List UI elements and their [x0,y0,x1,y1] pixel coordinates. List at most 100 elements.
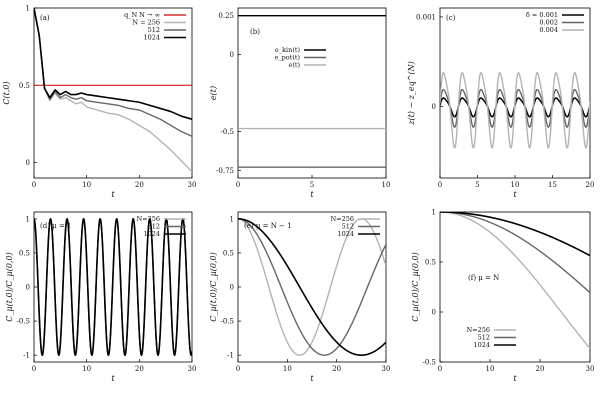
legend-entry: 1024 [143,34,160,42]
y-axis-label: C_μ(t,0)/C_μ(0,0) [411,252,420,321]
series-line-1 [238,218,386,356]
legend-entry: e_kin(t) [275,46,300,54]
x-tick-label: 30 [188,181,197,189]
y-tick-label: 0 [230,284,234,292]
x-tick-label: 20 [135,365,144,373]
y-tick-label: 0 [26,284,30,292]
chart-panel-a: 0 10 20 30 0 0.5 1 t C(t,0) (a) q_N N → ∞N = 25651… [2,5,196,200]
x-tick-label: 0 [32,181,36,189]
plot-frame [439,211,591,363]
y-tick-label: 1 [26,215,30,223]
series-line-1 [34,8,192,173]
x-axis-label: t [513,374,517,383]
series-line-1 [440,212,590,294]
x-tick-label: 0 [438,181,442,189]
y-tick-label: 0 [432,309,436,317]
series-line-2 [440,212,590,257]
y-tick-label: 0 [432,103,436,111]
x-tick-label: 0 [236,365,240,373]
y-tick-label: 0.25 [218,12,234,20]
legend-entry: 0.004 [539,26,558,34]
series-line-2 [34,8,192,137]
legend-entry: 512 [148,26,160,34]
x-tick-label: 10 [486,365,495,373]
y-tick-label: -0.5 [221,128,235,136]
y-tick-label: 1 [432,209,436,217]
y-tick-label: -0.75 [216,167,234,175]
y-tick-label: -1 [227,352,234,360]
x-axis-label: t [111,190,115,199]
series-line-0 [440,212,590,349]
x-tick-label: 0 [438,365,442,373]
panel-label: (c) [446,14,456,22]
legend-entry: N=256 [330,215,354,223]
x-tick-label: 30 [586,365,595,373]
legend-entry: 0.002 [539,19,558,27]
legend-entry: 1024 [143,230,160,238]
x-tick-label: 0 [236,181,240,189]
series-line-3 [34,8,192,121]
legend-entry: 512 [342,223,354,231]
y-axis-label: C_μ(t,0)/C_μ(0,0) [209,252,218,321]
x-tick-label: 30 [382,365,391,373]
legend-entry: 512 [478,334,490,342]
x-tick-label: 0 [32,365,36,373]
y-axis-label: z(t) − z_eq^(N) [407,61,416,125]
x-tick-label: 15 [548,181,557,189]
panel-label: (a) [40,14,50,22]
legend-entry: e(t) [288,61,300,69]
y-tick-label: 0.5 [19,249,30,257]
x-tick-label: 10 [511,181,520,189]
y-tick-label: -0.5 [17,318,31,326]
x-tick-label: 5 [310,181,314,189]
legend-entry: 1024 [473,341,490,349]
x-tick-label: 20 [332,365,341,373]
x-tick-label: 5 [475,181,479,189]
plot-frame [237,7,387,179]
series-line-2 [238,218,386,356]
y-tick-label: 0.5 [425,259,436,267]
legend-entry: q_N N → ∞ [124,11,160,19]
y-axis-label: C_μ(t,0)/C_μ(0,0) [5,252,14,321]
x-tick-label: 10 [82,181,91,189]
panel-label: (d) μ = 1 [40,222,72,230]
x-tick-label: 10 [82,365,91,373]
x-tick-label: 10 [283,365,292,373]
x-axis-label: t [513,190,517,199]
y-tick-label: -1 [23,352,30,360]
y-tick-label: 1 [26,5,30,13]
plot-frame [33,7,193,179]
chart-panel-e: 0 10 20 30 1 0.5 0 -0.5 -1 t C_μ(t,0)/C_μ(0,0) (e) … [209,211,391,383]
x-axis-label: t [310,374,314,383]
y-tick-label: 0.5 [223,249,234,257]
y-tick-label: 0 [26,159,30,167]
series-line-2 [440,72,590,149]
x-axis-label: t [310,190,314,199]
y-tick-label: -0.5 [423,359,437,367]
panel-label: (f) μ = N [468,274,499,282]
x-tick-label: 10 [382,181,391,189]
legend-entry: δ = 0.001 [526,11,558,19]
legend-entry: 512 [148,223,160,231]
y-axis-label: e(t) [209,86,218,100]
x-tick-label: 20 [536,365,545,373]
legend-entry: N=256 [136,215,160,223]
y-tick-label: 0 [230,51,234,59]
legend-entry: e_pot(t) [275,54,301,62]
x-tick-label: 20 [135,181,144,189]
y-tick-label: -0.5 [221,318,235,326]
series-line-2 [34,218,192,356]
x-tick-label: 20 [586,181,595,189]
legend-entry: N=256 [466,326,490,334]
x-tick-label: 30 [188,365,197,373]
y-axis-label: C(t,0) [2,81,11,104]
y-tick-label: 0.5 [19,82,30,90]
legend-entry: N = 256 [132,19,160,27]
panel-label: (e) μ = N − 1 [244,222,292,230]
y-tick-label: 1 [230,215,234,223]
